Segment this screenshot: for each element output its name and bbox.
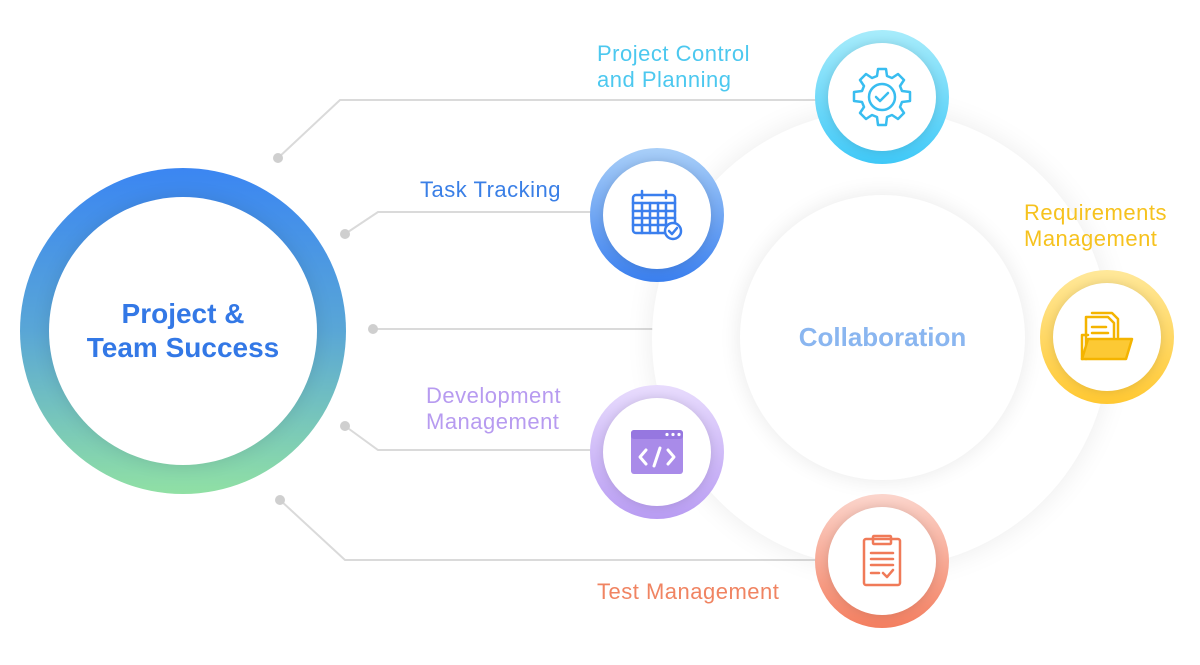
connector-dot-task xyxy=(340,229,350,239)
connector-dot-test xyxy=(275,495,285,505)
label-task-tracking: Task Tracking xyxy=(420,177,561,202)
node-project-control xyxy=(815,30,949,164)
collaboration-circle: Collaboration xyxy=(740,195,1025,480)
connector-test xyxy=(279,499,825,561)
node-task-tracking xyxy=(590,148,724,282)
calendar-check-icon xyxy=(631,189,683,241)
code-window-icon xyxy=(631,430,683,474)
connector-dot-collab xyxy=(368,324,378,334)
gear-check-icon xyxy=(852,67,912,127)
connector-dot-dev xyxy=(340,421,350,431)
label-test-management: Test Management xyxy=(597,579,780,604)
node-test-management xyxy=(815,494,949,628)
node-development-management xyxy=(590,385,724,519)
label-project-control: Project Control and Planning xyxy=(597,41,751,92)
label-development-management: Development Management xyxy=(426,383,562,434)
collaboration-label: Collaboration xyxy=(798,322,967,352)
project-team-success-title: Project & Team Success xyxy=(86,298,280,363)
connector-project xyxy=(277,99,820,159)
connector-dot-project xyxy=(273,153,283,163)
folder-documents-icon xyxy=(1080,311,1134,361)
project-team-success-circle: Project & Team Success xyxy=(20,168,346,494)
node-requirements-management xyxy=(1040,270,1174,404)
project-team-success-inner: Project & Team Success xyxy=(49,197,317,465)
clipboard-check-icon xyxy=(862,534,902,587)
connector-task xyxy=(344,211,595,235)
label-requirements-management: Requirements Management xyxy=(1024,200,1167,251)
connector-dev xyxy=(344,425,595,451)
